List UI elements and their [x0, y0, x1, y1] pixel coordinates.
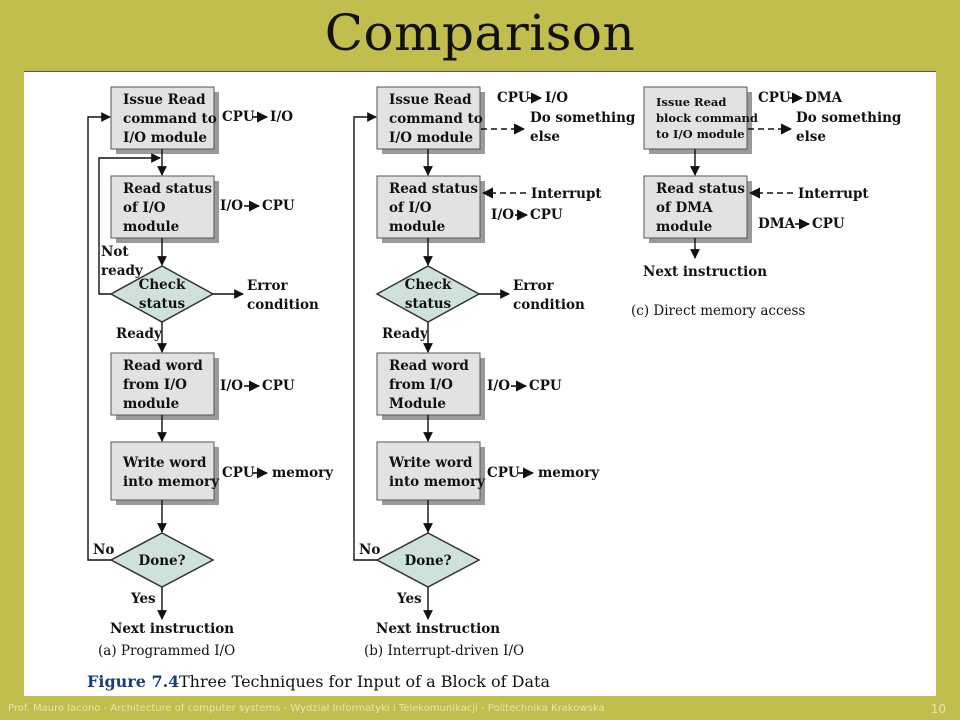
b-io-cpu2-from: I/O [487, 378, 510, 394]
a-box3-line3: module [123, 396, 179, 412]
a-no-label: No [93, 542, 114, 558]
b-box3-line3: Module [389, 396, 446, 412]
c-caption: (c) Direct memory access [631, 303, 805, 319]
b-cpu-mem-to: memory [538, 465, 600, 481]
a-box2-line1: Read status [123, 181, 212, 197]
a-io-cpu2-from: I/O [220, 378, 243, 394]
a-diamond2-label: Done? [138, 553, 185, 569]
c-box1-line2: block command [656, 111, 758, 125]
flowchart-programmed-io: Issue Read command to I/O module CPU I/O… [87, 86, 334, 659]
c-dma-cpu-to: CPU [812, 216, 845, 232]
c-next-instruction: Next instruction [643, 264, 767, 280]
b-cpu-io-to: I/O [545, 90, 568, 106]
b-box2-line2: of I/O [389, 200, 432, 216]
b-no-label: No [359, 542, 380, 558]
a-box3-line1: Read word [123, 358, 203, 374]
b-error-line1: Error [513, 278, 555, 294]
c-box2-line3: module [656, 219, 712, 235]
a-io-cpu1-to: CPU [262, 198, 295, 214]
a-box2-line2: of I/O [123, 200, 166, 216]
a-io-cpu2-to: CPU [262, 378, 295, 394]
b-do-something-line1: Do something [530, 110, 636, 126]
b-box4-line1: Write word [388, 455, 473, 471]
c-cpu-dma-from: CPU [758, 90, 791, 106]
b-cpu-io-from: CPU [497, 90, 530, 106]
slide-title: Comparison [324, 4, 636, 62]
flowchart-interrupt-driven-io: Issue Read command to I/O module CPU I/O… [353, 86, 636, 659]
a-box2-line3: module [123, 219, 179, 235]
a-box1-line2: command to [123, 111, 217, 127]
b-io-cpu2-to: CPU [529, 378, 562, 394]
a-diamond1-line2: status [139, 296, 186, 312]
b-box1-line1: Issue Read [389, 92, 472, 108]
b-do-something-line2: else [530, 129, 560, 145]
c-box1-line3: to I/O module [656, 127, 745, 141]
b-next-instruction: Next instruction [376, 621, 500, 637]
b-error-line2: condition [513, 297, 585, 313]
c-box2-line2: of DMA [656, 200, 713, 216]
b-diamond1-line1: Check [405, 277, 452, 293]
title-rule [24, 71, 936, 72]
b-box2-line3: module [389, 219, 445, 235]
a-yes-label: Yes [130, 591, 156, 607]
b-cpu-mem-from: CPU [487, 465, 520, 481]
b-box1-line3: I/O module [389, 130, 473, 146]
a-box1-line1: Issue Read [123, 92, 206, 108]
b-interrupt-label: Interrupt [531, 186, 602, 202]
b-diamond2-label: Done? [404, 553, 451, 569]
b-yes-label: Yes [396, 591, 422, 607]
a-caption: (a) Programmed I/O [98, 643, 235, 659]
b-box4-line2: into memory [389, 474, 486, 490]
a-not-ready-line1: Not [101, 244, 129, 260]
b-io-cpu1-to: CPU [530, 207, 563, 223]
page-number: 10 [930, 702, 946, 716]
a-ready-label: Ready [116, 326, 163, 342]
a-error-line1: Error [247, 278, 289, 294]
c-do-something-line1: Do something [796, 110, 902, 126]
b-box3-line1: Read word [389, 358, 469, 374]
a-io-cpu1-from: I/O [220, 198, 243, 214]
a-diamond1-line1: Check [139, 277, 186, 293]
b-io-cpu1-from: I/O [491, 207, 514, 223]
a-box4-line1: Write word [122, 455, 207, 471]
c-do-something-line2: else [796, 129, 826, 145]
a-cpu-mem-from: CPU [222, 465, 255, 481]
c-box2-line1: Read status [656, 181, 745, 197]
b-box3-line2: from I/O [389, 377, 453, 393]
b-box1-line2: command to [389, 111, 483, 127]
a-box1-line3: I/O module [123, 130, 207, 146]
a-cpu-mem-to: memory [272, 465, 334, 481]
a-cpu-io-to: I/O [270, 109, 293, 125]
c-cpu-dma-to: DMA [805, 90, 843, 106]
slide-footer: Prof. Mauro Iacono - Architecture of com… [8, 703, 605, 714]
figure-caption: Three Techniques for Input of a Block of… [179, 672, 550, 691]
a-not-ready-line2: ready [101, 263, 144, 279]
flowchart-direct-memory-access: Issue Read block command to I/O module C… [631, 86, 902, 319]
b-ready-label: Ready [382, 326, 429, 342]
c-dma-cpu-from: DMA [758, 216, 796, 232]
b-diamond1-line2: status [405, 296, 452, 312]
a-cpu-io-from: CPU [222, 109, 255, 125]
a-box4-line2: into memory [123, 474, 220, 490]
c-box1-line1: Issue Read [656, 95, 726, 109]
c-interrupt-label: Interrupt [798, 186, 869, 202]
b-caption: (b) Interrupt-driven I/O [364, 643, 524, 659]
b-box2-line1: Read status [389, 181, 478, 197]
a-box3-line2: from I/O [123, 377, 187, 393]
a-next-instruction: Next instruction [110, 621, 234, 637]
a-error-line2: condition [247, 297, 319, 313]
figure-label: Figure 7.4 [87, 672, 179, 691]
